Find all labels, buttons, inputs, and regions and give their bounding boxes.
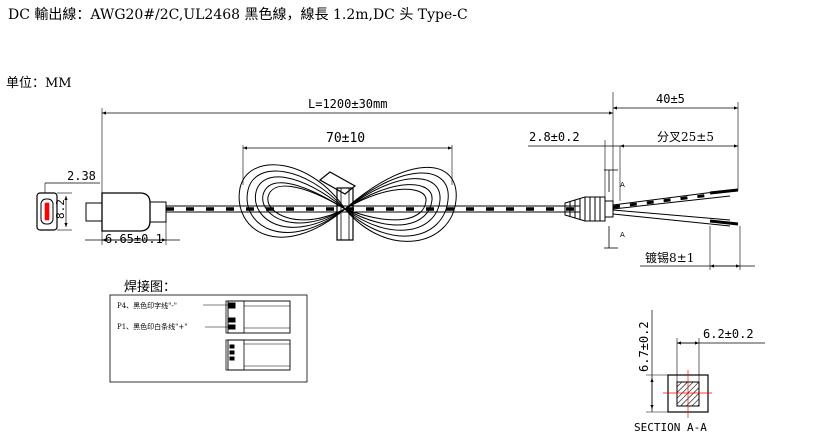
overall-dimension-lines — [101, 92, 755, 270]
split-wires — [612, 188, 739, 227]
coil-length-dimension: 70±10 — [326, 131, 365, 146]
cable-coil — [238, 164, 457, 242]
cable-straight — [166, 205, 580, 213]
soldering-p4-label: P4、黑色印字线"-" — [117, 301, 177, 310]
coil-dimension-lines — [242, 145, 453, 185]
tin-length-dimension: 镀锡8±1 — [645, 250, 694, 265]
section-caption: SECTION A-A — [634, 421, 707, 434]
spec-title: DC 輸出線：AWG20#/2C,UL2468 黑色線，線長 1.2m,DC 头… — [8, 6, 468, 23]
section-a-a — [646, 310, 765, 418]
unit-label: 单位：MM — [6, 76, 72, 91]
plug-width-dimension: 2.38 — [67, 169, 96, 183]
soldering-title: 焊接图： — [124, 279, 176, 295]
typec-plug-side-view — [85, 192, 180, 245]
section-mark-top: A — [620, 181, 625, 189]
plug-length-dimension: 6.65±0.1 — [105, 232, 163, 246]
soldering-diagram — [109, 294, 308, 383]
section-cut-marks — [604, 169, 618, 249]
split-length-dimension: 分叉25±5 — [657, 130, 714, 144]
plug-height-dimension: 8.2 — [54, 199, 67, 219]
total-length-dimension: L=1200±30mm — [308, 97, 387, 111]
typec-plug-front-view — [36, 182, 100, 231]
soldering-p1-label: P1、黑色印白条线"+" — [117, 322, 187, 331]
strain-relief — [564, 196, 614, 222]
sleeve-length-dimension: 2.8±0.2 — [529, 130, 580, 144]
section-height-dimension: 6.7±0.2 — [637, 321, 651, 372]
section-width-dimension: 6.2±0.2 — [703, 327, 754, 341]
section-mark-bottom: A — [620, 231, 625, 239]
strip-length-dimension: 40±5 — [656, 92, 685, 106]
